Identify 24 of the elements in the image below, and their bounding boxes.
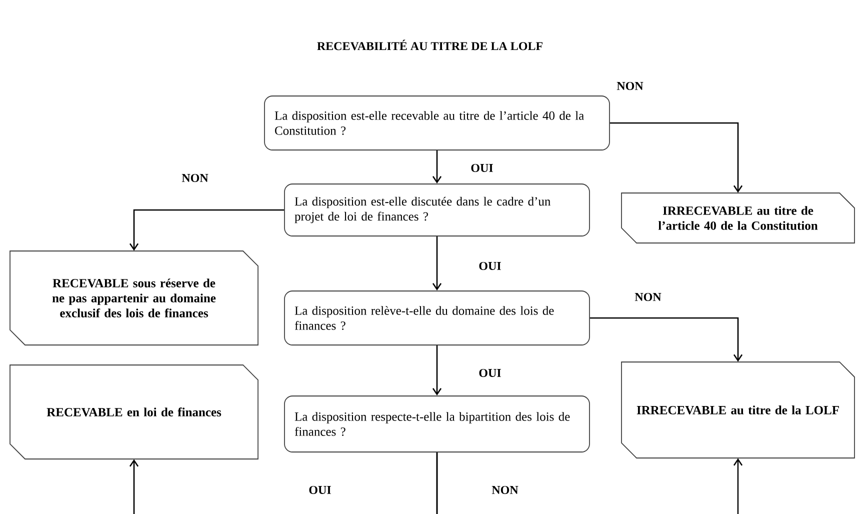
result-box: RECEVABLE sous réserve de ne pas appartenir au domaine exclusif des lois de finances — [10, 250, 258, 346]
result-box: IRRECEVABLE au titre de la LOLF — [621, 362, 855, 458]
title: RECEVABILITÉ AU TITRE DE LA LOLF — [317, 40, 542, 50]
arrow — [432, 150, 442, 184]
edge-label: OUI — [309, 486, 331, 494]
edge-label: NON — [616, 82, 644, 90]
arrow — [590, 317, 743, 362]
result-box: IRRECEVABLE au titre de l’article 40 de la Constitution — [621, 192, 855, 244]
arrow — [610, 122, 743, 193]
question-box: La disposition respecte-t-elle la bipartition des lois de finances ? — [284, 396, 590, 452]
question-box: La disposition est-elle discutée dans le cadre d’un projet de loi de finances ? — [284, 184, 590, 236]
edge-label: NON — [182, 174, 208, 182]
edge-label: OUI — [471, 164, 493, 172]
edge-label: NON — [634, 292, 662, 302]
question-box: La disposition relève-t-elle du domaine des lois de finances ? — [284, 290, 590, 346]
arrow — [436, 452, 743, 514]
arrow — [432, 236, 442, 291]
arrow — [129, 209, 284, 251]
edge-label: OUI — [479, 368, 501, 378]
arrow — [432, 345, 442, 396]
question-box: La disposition est-elle recevable au titre de l’article 40 de la Constitution ? — [264, 96, 610, 150]
edge-label: NON — [492, 486, 518, 494]
result-box: RECEVABLE en loi de finances — [10, 364, 258, 460]
edge-label: OUI — [479, 262, 501, 270]
